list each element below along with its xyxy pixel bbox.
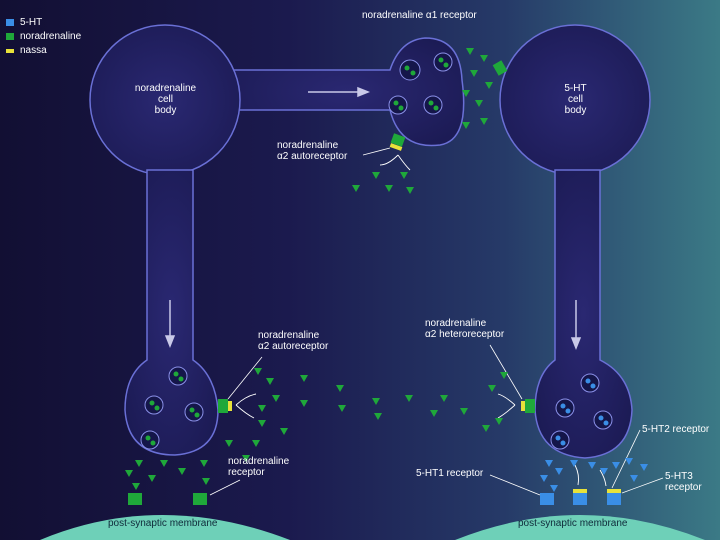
alpha2-autoreceptor-bottom bbox=[218, 399, 232, 413]
alpha2-autoreceptor-top bbox=[389, 133, 406, 151]
legend-item-noradrenaline: noradrenaline bbox=[6, 31, 81, 42]
noradrenaline-swatch bbox=[6, 33, 14, 40]
alpha2-heteroreceptor bbox=[521, 399, 535, 413]
5ht2-receptor-label: 5-HT2 receptor bbox=[642, 424, 710, 435]
noradrenaline-axon-vertical bbox=[124, 169, 219, 456]
alpha2-autoreceptor-top-label: noradrenaline α2 autoreceptor bbox=[277, 140, 348, 162]
noradrenaline-postsynaptic-receptors bbox=[128, 493, 207, 505]
serotonin-neuron bbox=[499, 24, 651, 459]
postsynaptic-membrane-right bbox=[455, 515, 705, 540]
nassa-swatch bbox=[6, 48, 14, 53]
alpha1-receptor bbox=[492, 60, 508, 76]
release-arrows bbox=[235, 154, 607, 487]
postsynaptic-membrane-left bbox=[40, 515, 290, 540]
alpha1-receptor-label: noradrenaline α1 receptor bbox=[362, 10, 477, 21]
serotonin-axon-vertical bbox=[534, 169, 633, 459]
5ht3-receptor-label: 5-HT3 receptor bbox=[665, 471, 702, 493]
noradrenaline-receptor-label: noradrenaline receptor bbox=[228, 456, 290, 478]
vesicle-contents bbox=[145, 57, 609, 446]
postsynaptic-membrane-left-label: post-synaptic membrane bbox=[108, 518, 218, 529]
legend-label: 5-HT bbox=[20, 17, 43, 28]
legend-label: noradrenaline bbox=[20, 31, 82, 42]
direction-arrows bbox=[164, 86, 582, 351]
serotonin-molecules bbox=[540, 458, 648, 492]
noradrenaline-molecules bbox=[125, 48, 508, 490]
5ht-swatch bbox=[6, 19, 14, 26]
serotonin-cell-body-label: 5-HT cell body bbox=[564, 83, 587, 116]
serotonin-postsynaptic-receptors bbox=[540, 489, 621, 505]
alpha2-heteroreceptor-label: noradrenaline α2 heteroreceptor bbox=[425, 318, 505, 340]
legend-item-nassa: nassa bbox=[6, 45, 47, 56]
receptors bbox=[128, 60, 621, 505]
5ht1-receptor-label: 5-HT1 receptor bbox=[416, 468, 484, 479]
legend-label: nassa bbox=[20, 45, 47, 56]
alpha2-autoreceptor-bottom-label: noradrenaline α2 autoreceptor bbox=[258, 330, 329, 352]
postsynaptic-membrane-right-label: post-synaptic membrane bbox=[518, 518, 628, 529]
noradrenaline-cell-body-label: noradrenaline cell body bbox=[134, 83, 197, 116]
legend-item-5ht: 5-HT bbox=[6, 17, 42, 28]
